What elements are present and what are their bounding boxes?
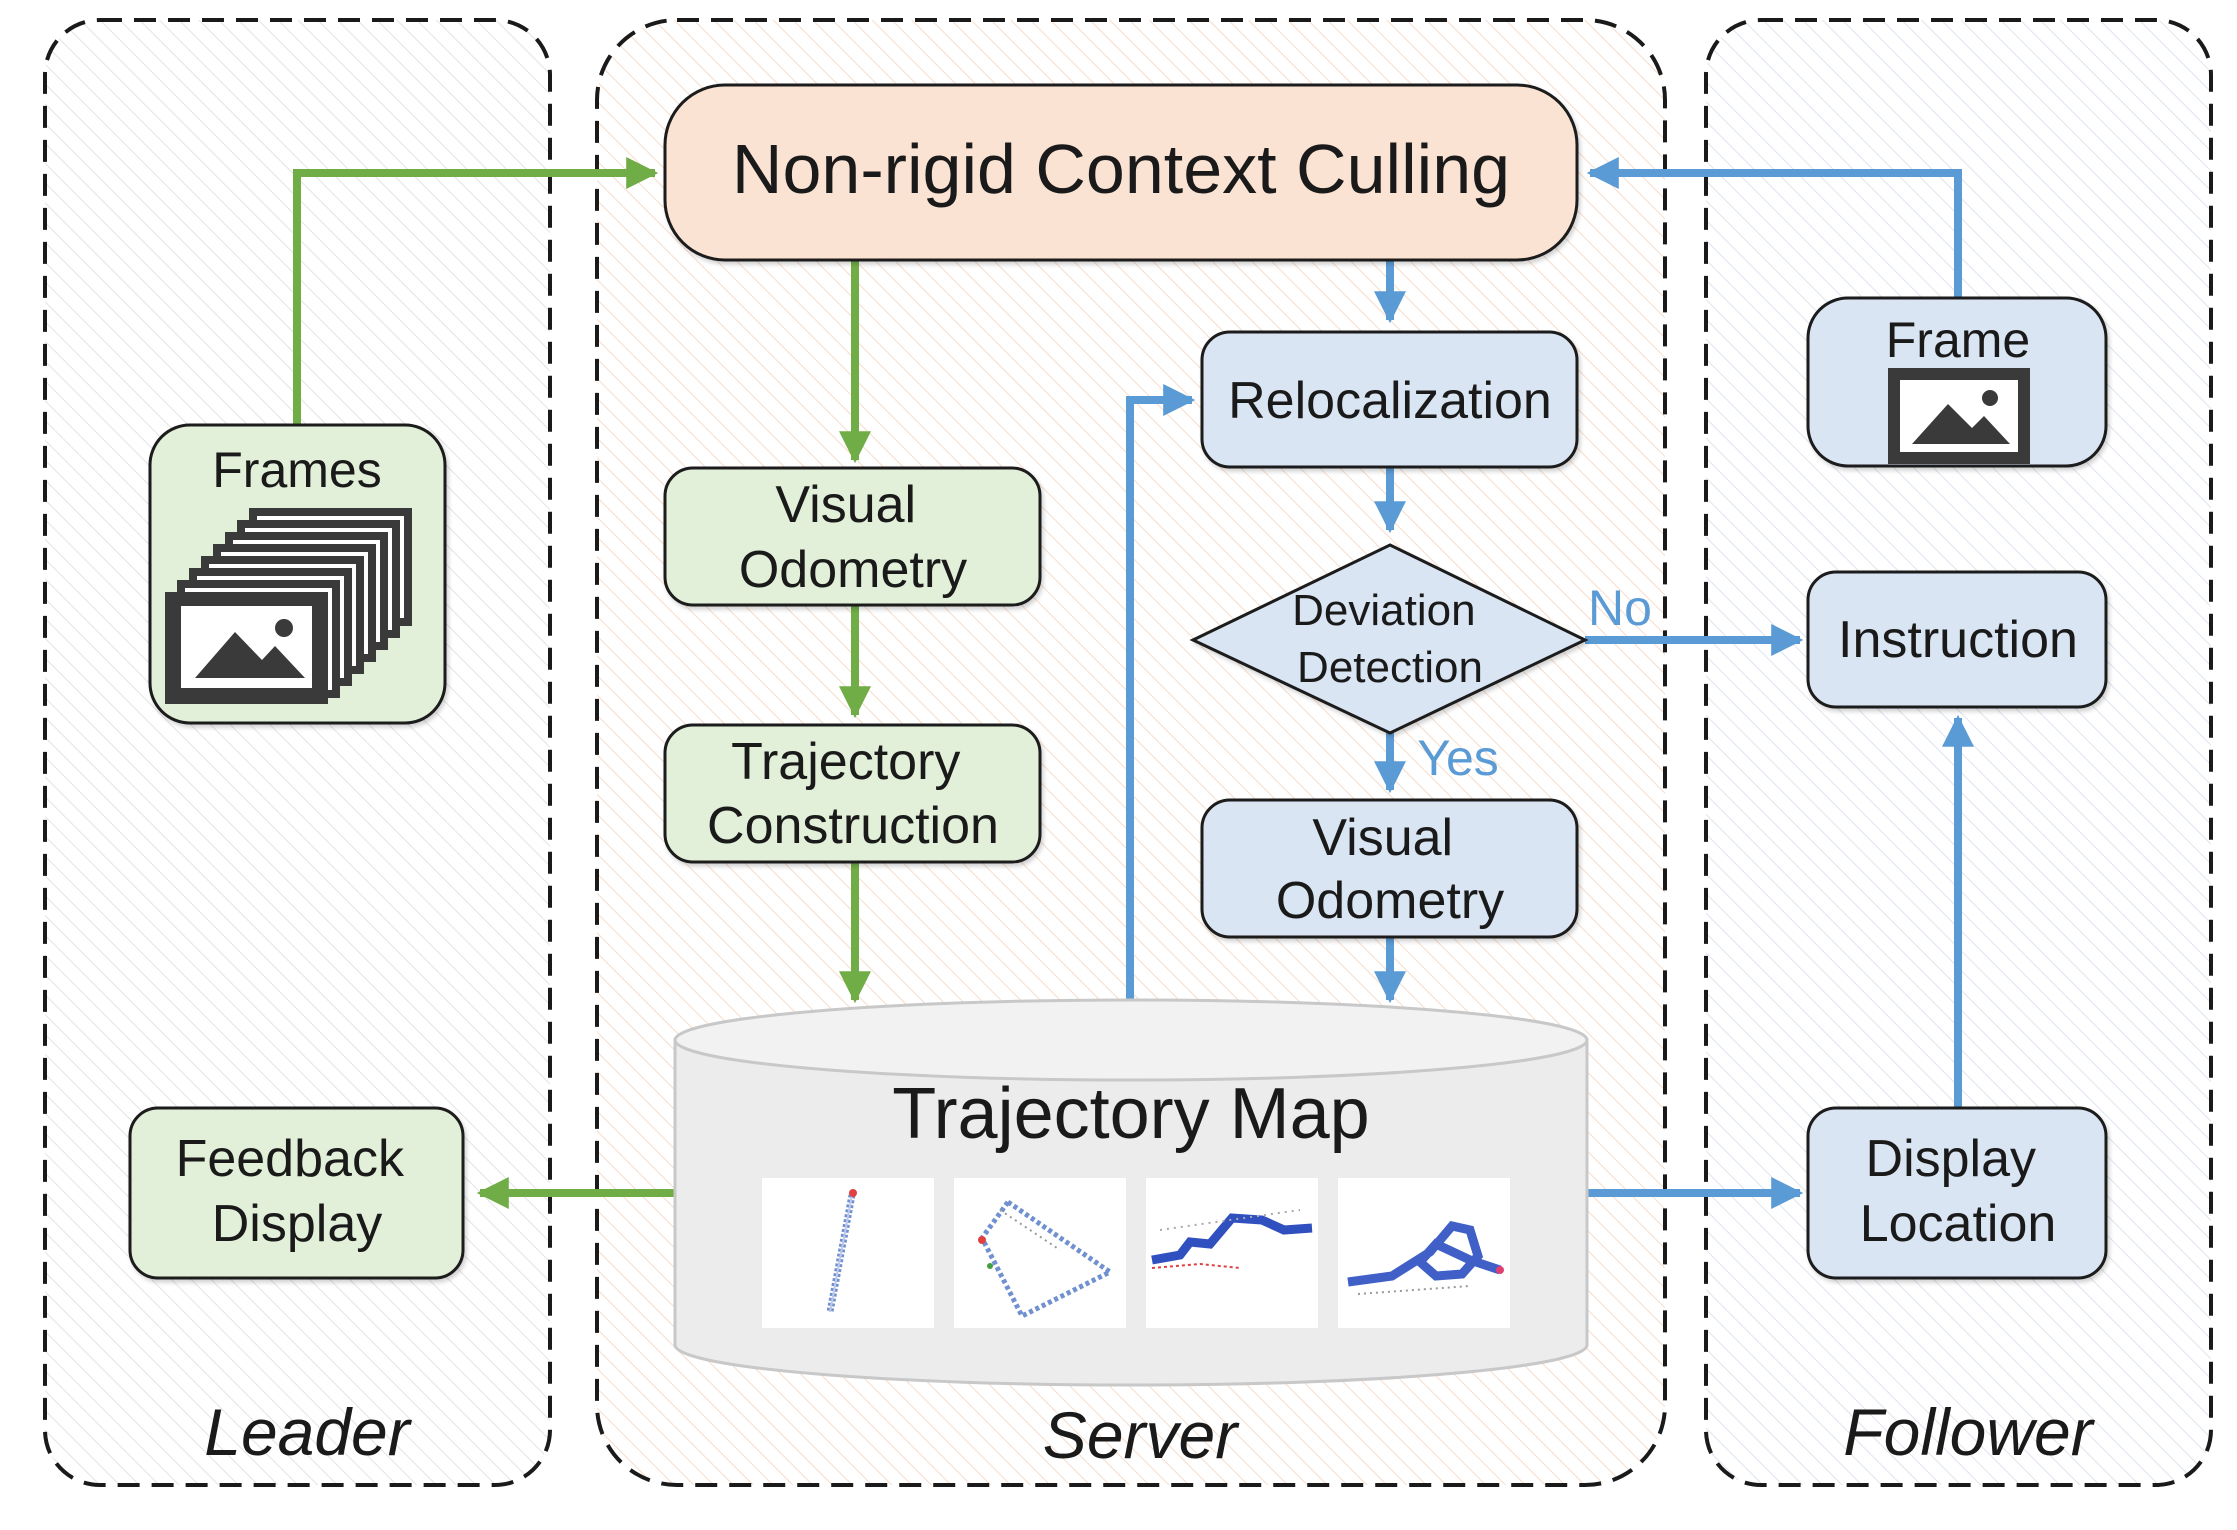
trajectory-construction-line1: Trajectory <box>731 733 960 791</box>
relocalization-label: Relocalization <box>1228 372 1552 430</box>
server-panel-label: Server <box>1043 1398 1240 1472</box>
trajectory-construction-node: Trajectory Construction <box>663 723 1042 864</box>
leader-flow-edges <box>293 157 871 1209</box>
deviation-detection-node: Deviation Detection <box>1189 543 1589 735</box>
visual-odometry-leader-line2: Odometry <box>739 541 967 599</box>
frame-label: Frame <box>1886 312 2030 368</box>
edge-frame-to-culling <box>1586 157 1962 298</box>
svg-text:Feedback Display: Feedback Display <box>176 1130 419 1253</box>
visual-odometry-leader-line1: Visual <box>775 476 916 534</box>
instruction-label: Instruction <box>1838 611 2078 669</box>
display-location-line1: Display <box>1866 1130 2037 1188</box>
svg-text:Trajectory Construction: Trajectory Construction <box>707 733 999 855</box>
edge-label-yes: Yes <box>1417 730 1499 786</box>
trajectory-construction-line2: Construction <box>707 797 999 855</box>
svg-text:Display Location: Display Location <box>1860 1130 2057 1253</box>
trajectory-thumbnail-4 <box>1338 1178 1510 1328</box>
context-culling-node: Non-rigid Context Culling <box>663 83 1579 262</box>
display-location-line2: Location <box>1860 1195 2057 1253</box>
follower-flow-edges <box>1126 157 1974 1209</box>
feedback-display-node: Feedback Display <box>128 1106 465 1280</box>
svg-text:Visual Odometry: Visual Odometry <box>1276 809 1504 930</box>
image-icon <box>1888 368 2030 464</box>
follower-panel-label: Follower <box>1843 1395 2095 1469</box>
display-location-node: Display Location <box>1806 1106 2108 1280</box>
trajectory-thumbnail-2 <box>954 1178 1126 1328</box>
edge-label-no: No <box>1588 580 1652 636</box>
context-culling-label: Non-rigid Context Culling <box>732 130 1510 208</box>
leader-panel-label: Leader <box>204 1395 413 1469</box>
edge-map-to-relocalization <box>1126 384 1196 1000</box>
deviation-detection-line2: Detection <box>1297 643 1483 692</box>
trajectory-thumbnail-1 <box>762 1178 934 1328</box>
frames-label: Frames <box>212 442 381 498</box>
trajectory-thumbnail-3 <box>1146 1178 1318 1328</box>
visual-odometry-follower-line1: Visual <box>1312 809 1453 867</box>
visual-odometry-leader-node: Visual Odometry <box>663 466 1042 607</box>
edge-frames-to-culling <box>293 157 659 425</box>
svg-text:Deviation Detection: Deviation Detection <box>1292 586 1488 692</box>
frame-node: Frame <box>1806 296 2108 468</box>
trajectory-map-node: Trajectory Map <box>673 998 1589 1387</box>
feedback-display-line1: Feedback <box>176 1130 405 1188</box>
svg-text:Visual Odometry: Visual Odometry <box>739 476 967 599</box>
visual-odometry-follower-node: Visual Odometry <box>1200 798 1579 939</box>
visual-odometry-follower-line2: Odometry <box>1276 872 1504 930</box>
frames-node: Frames <box>148 423 447 725</box>
instruction-node: Instruction <box>1806 570 2108 709</box>
image-stack-icon <box>165 508 412 704</box>
relocalization-node: Relocalization <box>1200 330 1579 469</box>
feedback-display-line2: Display <box>212 1195 383 1253</box>
deviation-detection-line1: Deviation <box>1292 586 1475 635</box>
trajectory-map-label: Trajectory Map <box>892 1074 1369 1154</box>
